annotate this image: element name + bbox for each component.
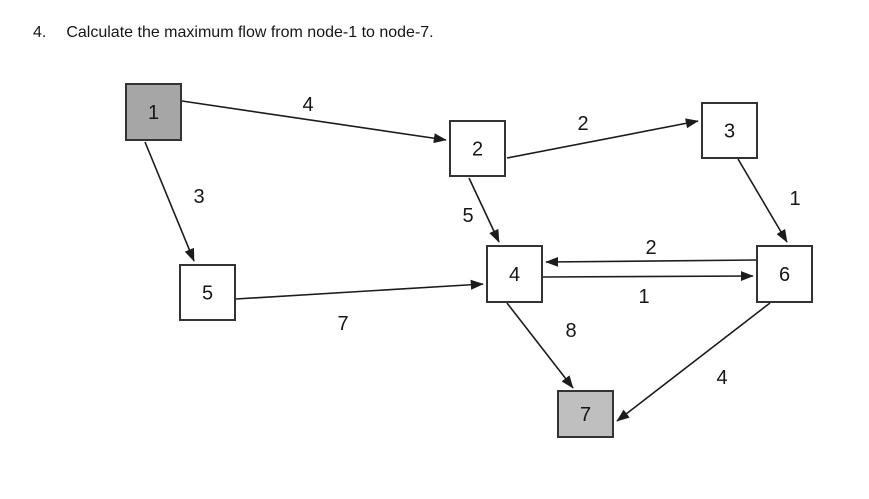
nodes-layer: 1 2 3 4 5 6 7 — [125, 83, 813, 438]
node-7-box — [557, 390, 614, 438]
edge-capacity-4-7: 8 — [565, 320, 576, 342]
node-2-label: 2 — [472, 139, 483, 161]
node-4: 4 — [486, 245, 543, 303]
edge-3-to-6 — [737, 158, 788, 243]
node-5-label: 5 — [202, 283, 213, 305]
question-title: 4. Calculate the maximum flow from node-1… — [33, 22, 434, 44]
node-5-box — [179, 264, 236, 321]
node-7-label: 7 — [580, 404, 591, 426]
edge-capacity-2-3: 2 — [577, 113, 588, 135]
edge-capacity-1-5: 3 — [193, 186, 204, 208]
edge-5-to-4 — [235, 279, 484, 300]
node-3-box — [701, 102, 758, 159]
node-3: 3 — [701, 102, 758, 159]
node-1-label: 1 — [148, 102, 159, 124]
node-4-label: 4 — [509, 264, 520, 286]
edge-2-to-3 — [506, 118, 699, 159]
node-1-box — [125, 83, 182, 141]
edge-4-to-7 — [506, 302, 574, 389]
edges-layer — [144, 100, 788, 422]
question-text: Calculate the maximum flow from node-1 t… — [66, 24, 434, 41]
node-3-label: 3 — [724, 121, 735, 143]
edge-6-to-4 — [545, 256, 758, 267]
node-1: 1 — [125, 83, 182, 141]
node-7: 7 — [557, 390, 614, 438]
edge-1-to-5 — [144, 141, 195, 262]
edge-capacity-6-7: 4 — [716, 367, 727, 389]
edge-capacity-3-6: 1 — [789, 188, 800, 210]
edge-capacity-2-4: 5 — [462, 205, 473, 227]
edge-capacity-1-2: 4 — [302, 94, 313, 116]
node-2-box — [449, 120, 506, 177]
edge-capacity-4-6: 1 — [638, 286, 649, 308]
node-2: 2 — [449, 120, 506, 177]
node-6: 6 — [756, 245, 813, 303]
node-5: 5 — [179, 264, 236, 321]
node-6-label: 6 — [779, 264, 790, 286]
node-6-box — [756, 245, 813, 303]
edge-labels-layer: 4 3 2 5 1 2 1 7 8 4 — [193, 94, 800, 389]
question-number: 4. — [33, 24, 47, 41]
edge-2-to-4 — [468, 177, 500, 243]
edge-capacity-5-4: 7 — [337, 313, 348, 335]
edge-1-to-2 — [181, 100, 447, 144]
edge-capacity-6-4: 2 — [645, 237, 656, 259]
edge-4-to-6 — [541, 271, 754, 282]
node-4-box — [486, 245, 543, 303]
edge-6-to-7 — [616, 302, 771, 422]
